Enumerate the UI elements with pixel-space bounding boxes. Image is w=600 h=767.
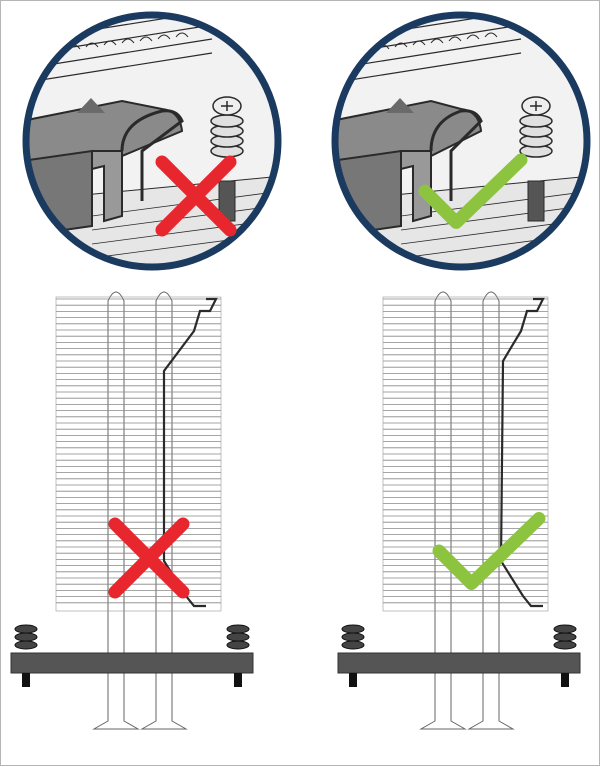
- plate-line: [91, 204, 276, 231]
- clip-top: [337, 99, 483, 163]
- fin-tooth: [121, 38, 135, 44]
- screw-cross: [530, 101, 542, 111]
- logo-icon: [386, 98, 414, 113]
- fin-stack: [55, 296, 222, 612]
- screw-spring: [210, 114, 244, 128]
- fin-tooth: [448, 36, 462, 42]
- check-icon: [432, 512, 546, 590]
- marks: [108, 153, 546, 599]
- fin-tooth: [412, 40, 426, 46]
- fin-stack: [382, 296, 549, 612]
- spring-coil: [226, 624, 250, 634]
- fin-tooth: [85, 42, 99, 48]
- plate-line: [400, 190, 585, 217]
- fin-tooth: [31, 48, 45, 54]
- fin-line: [337, 52, 522, 84]
- mounting-bar: [337, 652, 581, 674]
- fin-tooth: [466, 34, 480, 40]
- fin-tooth: [175, 32, 189, 38]
- fin-tooth: [103, 40, 117, 46]
- cross-icon: [108, 517, 190, 599]
- logo-icon: [77, 98, 105, 113]
- plate-line: [400, 204, 585, 231]
- heatsink-incorrect: [10, 291, 254, 730]
- spring-coil: [14, 640, 38, 650]
- fin-tooth: [157, 34, 171, 40]
- screw-spring: [519, 114, 553, 128]
- retention-clip: [499, 297, 545, 608]
- screw-shaft: [527, 180, 545, 222]
- spring-coil: [553, 640, 577, 650]
- spring-coil: [226, 640, 250, 650]
- spring-coil: [14, 624, 38, 634]
- fin-tooth: [430, 38, 444, 44]
- spring-coil: [553, 624, 577, 634]
- cross-icon: [155, 155, 237, 237]
- retention-clip: [162, 297, 218, 608]
- check-icon: [418, 153, 528, 229]
- detail-scene: [28, 17, 276, 265]
- heatpipe: [467, 291, 515, 730]
- screw-tip: [349, 673, 357, 687]
- clip-hook: [429, 109, 483, 201]
- screw-cross: [221, 101, 233, 111]
- screw-tip: [234, 673, 242, 687]
- clip-hook: [120, 109, 184, 201]
- spring-coil: [341, 640, 365, 650]
- fin-tooth: [484, 32, 498, 38]
- spring-coil: [341, 632, 365, 642]
- spring-coil: [226, 632, 250, 642]
- fin-tooth: [394, 42, 408, 48]
- fin-tooth: [139, 36, 153, 42]
- screw-tip: [561, 673, 569, 687]
- detail-ring: [331, 11, 591, 271]
- heatpipe: [419, 291, 467, 730]
- screw-tip: [22, 673, 30, 687]
- spring-coil: [14, 632, 38, 642]
- fin-tooth: [340, 48, 354, 54]
- detail-ring: [22, 11, 282, 271]
- detail-circle-correct: [331, 11, 591, 271]
- spring-coil: [553, 632, 577, 642]
- fin-line: [28, 52, 213, 84]
- spring-coil: [341, 624, 365, 634]
- heatpipe: [92, 291, 140, 730]
- heatsink-correct: [337, 291, 581, 730]
- detail-circle-incorrect: [22, 11, 282, 271]
- mounting-bar: [10, 652, 254, 674]
